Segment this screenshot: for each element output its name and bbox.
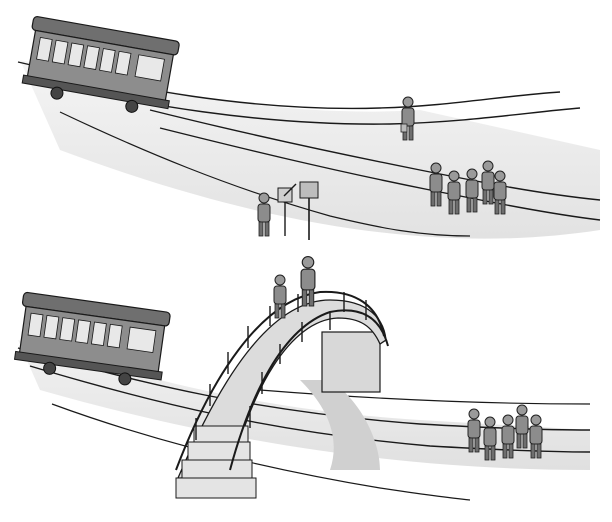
ground-edge-top — [59, 111, 471, 237]
side-track — [149, 109, 601, 221]
bridge-icon — [175, 290, 389, 499]
sign-icon — [299, 181, 319, 240]
group-of-five-bottom — [467, 404, 543, 461]
lone-worker — [400, 96, 415, 141]
bystander-on-bridge — [273, 274, 287, 319]
ground-edge-bottom — [51, 403, 471, 501]
lever-icon — [277, 183, 297, 236]
footbridge-scenario — [12, 255, 591, 501]
switch-scenario — [17, 15, 601, 240]
ground-edge-bottom-2 — [259, 389, 591, 405]
ground-shade-bottom — [18, 340, 590, 470]
bystander-at-lever — [257, 192, 271, 237]
large-man — [300, 255, 316, 307]
